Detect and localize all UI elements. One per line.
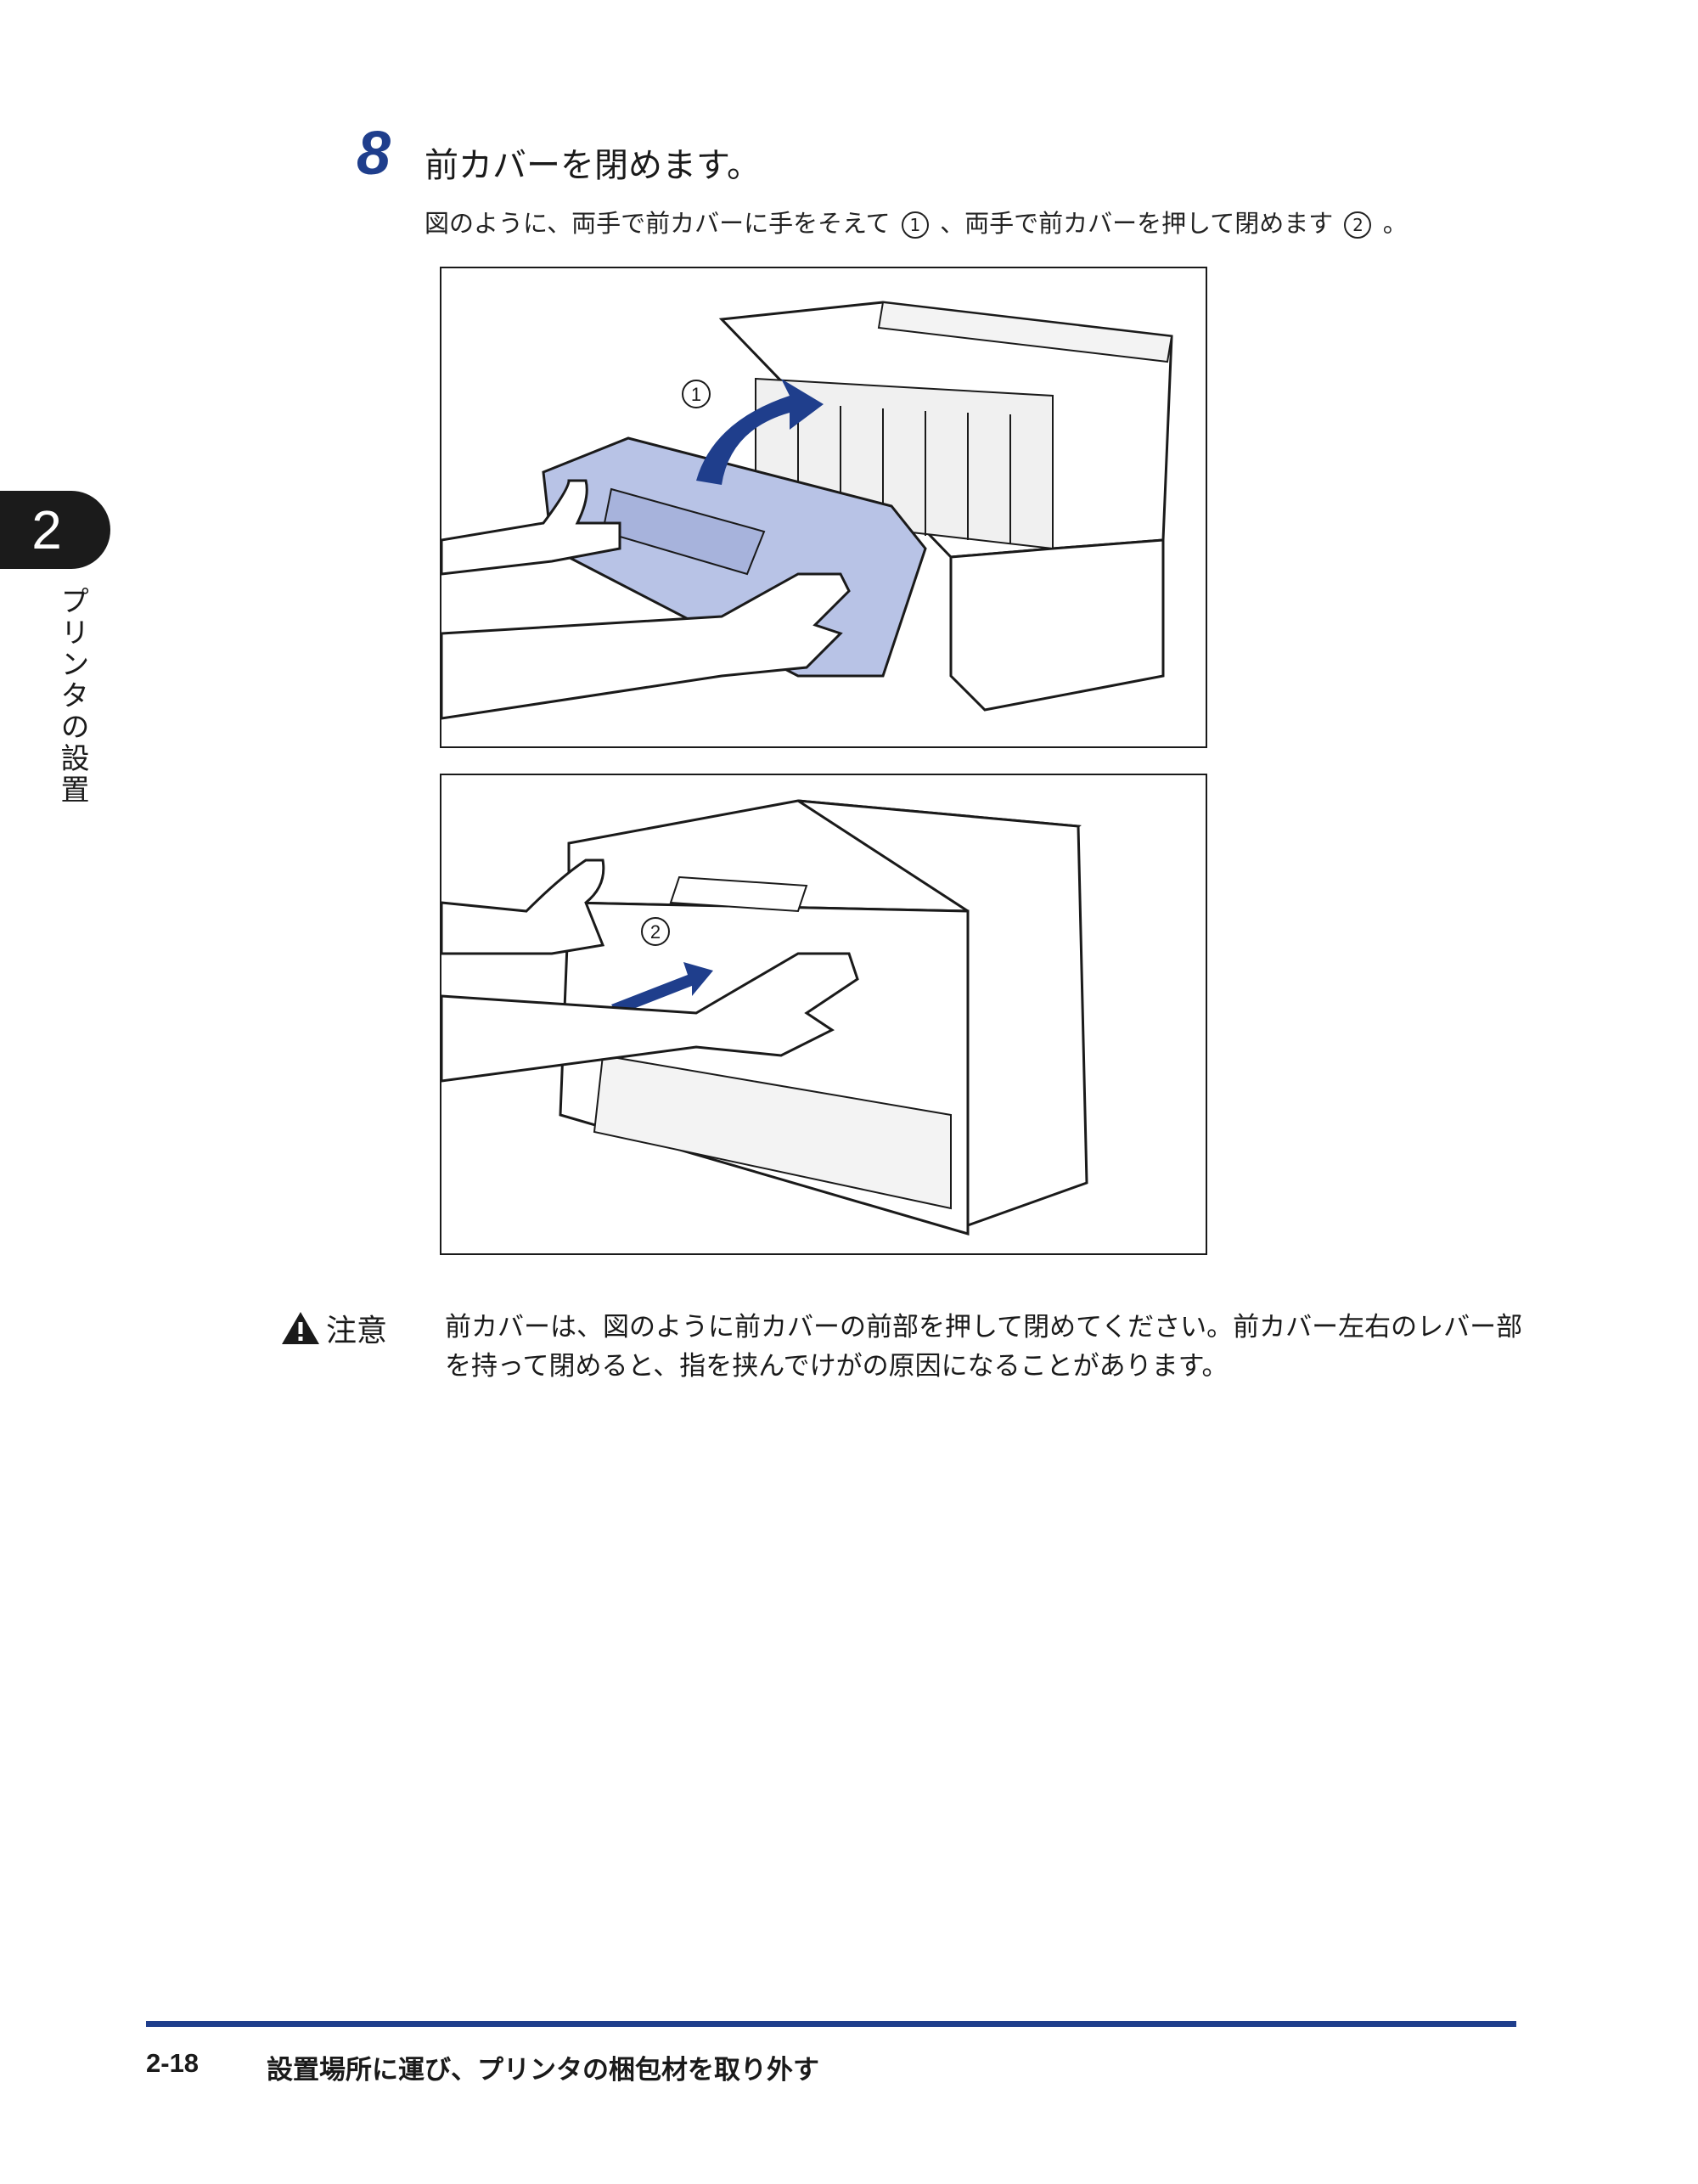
step-desc-part1: 図のように、両手で前カバーに手をそえて (424, 209, 891, 238)
step-title: 前カバーを閉めます。 (424, 146, 761, 185)
marker-2-icon: 2 (1344, 211, 1372, 239)
step-desc-end: 。 (1382, 209, 1408, 238)
footer-rule (146, 2021, 1516, 2027)
page-number: 2-18 (146, 2048, 200, 2078)
caution-text: 前カバーは、図のように前カバーの前部を押して閉めてください。前カバー左右のレバー… (445, 1312, 1523, 1382)
printer-illustration-open: 1 (441, 301, 1173, 720)
caution-label: 注意 (280, 1306, 387, 1350)
figure-open-cover: 1 (440, 267, 1207, 748)
figure-label-2: 2 (650, 921, 661, 943)
section-title: 設置場所に運び、プリンタの梱包材を取り外す (267, 2055, 819, 2085)
chapter-number: 2 (31, 499, 62, 560)
chapter-tab: 2 (0, 491, 110, 569)
figure-close-cover: 2 (440, 774, 1207, 1255)
step-marker-1-icon (682, 380, 711, 408)
step-description: 図のように、両手で前カバーに手をそえて 1 、両手で前カバーを押して閉めます 2… (424, 204, 1408, 239)
chapter-title: プリンタの設置 (55, 586, 89, 806)
figure-label-1: 1 (691, 384, 701, 405)
step-marker-2-icon (641, 917, 670, 946)
step-desc-part2: 、両手で前カバーを押して閉めます (940, 209, 1334, 238)
printer-illustration-closed: 2 (441, 799, 1088, 1236)
marker-1-icon: 1 (901, 211, 929, 239)
caution-label-text: 注意 (326, 1314, 388, 1348)
step-number: 8 (357, 120, 391, 188)
warning-triangle-icon (282, 1312, 319, 1344)
